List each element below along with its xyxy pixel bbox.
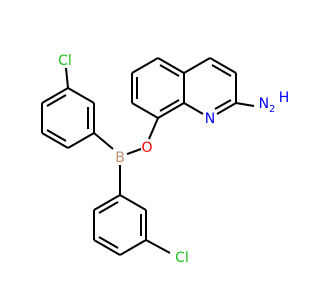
bond (145, 239, 171, 254)
bond (119, 239, 147, 256)
amine-hydrogen-count: 2 (269, 104, 275, 115)
bond (157, 57, 185, 74)
bond (131, 102, 159, 119)
bond (67, 87, 95, 104)
bond (93, 194, 121, 211)
amine-hydrogen-label: H (279, 90, 290, 106)
bond (159, 64, 180, 77)
bond (46, 94, 67, 107)
bond (214, 99, 232, 110)
boron-label: B (115, 150, 125, 166)
bond (159, 99, 180, 112)
bond (157, 102, 185, 119)
bond (131, 57, 159, 74)
bond (148, 117, 159, 140)
bond (41, 132, 69, 149)
amine-nitrogen-label: N2 (259, 96, 276, 115)
bond (209, 57, 237, 74)
bond (93, 239, 121, 256)
chlorine-label-bottom: Cl (175, 250, 189, 266)
bond (93, 132, 114, 150)
chlorine-label-top: Cl (58, 53, 72, 69)
bond (119, 194, 147, 211)
bond (183, 57, 211, 74)
amine-nitrogen-symbol: N (259, 96, 269, 112)
molecule-canvas: Cl Cl B O N N2 H (41, 53, 289, 266)
bond (41, 87, 69, 104)
bond (126, 148, 142, 155)
bond (46, 129, 67, 142)
bond (67, 132, 95, 149)
bond (183, 102, 204, 115)
structure-drawing: Cl Cl B O N N2 H (41, 53, 289, 266)
bond (98, 236, 119, 249)
bond (98, 201, 119, 214)
oxygen-label: O (141, 140, 152, 156)
atom-labels: Cl Cl B O N N2 H (58, 53, 289, 266)
bond (65, 67, 69, 89)
bond (211, 64, 232, 77)
bond-lines (41, 57, 255, 256)
ring-nitrogen-label: N (205, 111, 215, 127)
bond (235, 102, 255, 107)
bond (216, 102, 237, 115)
